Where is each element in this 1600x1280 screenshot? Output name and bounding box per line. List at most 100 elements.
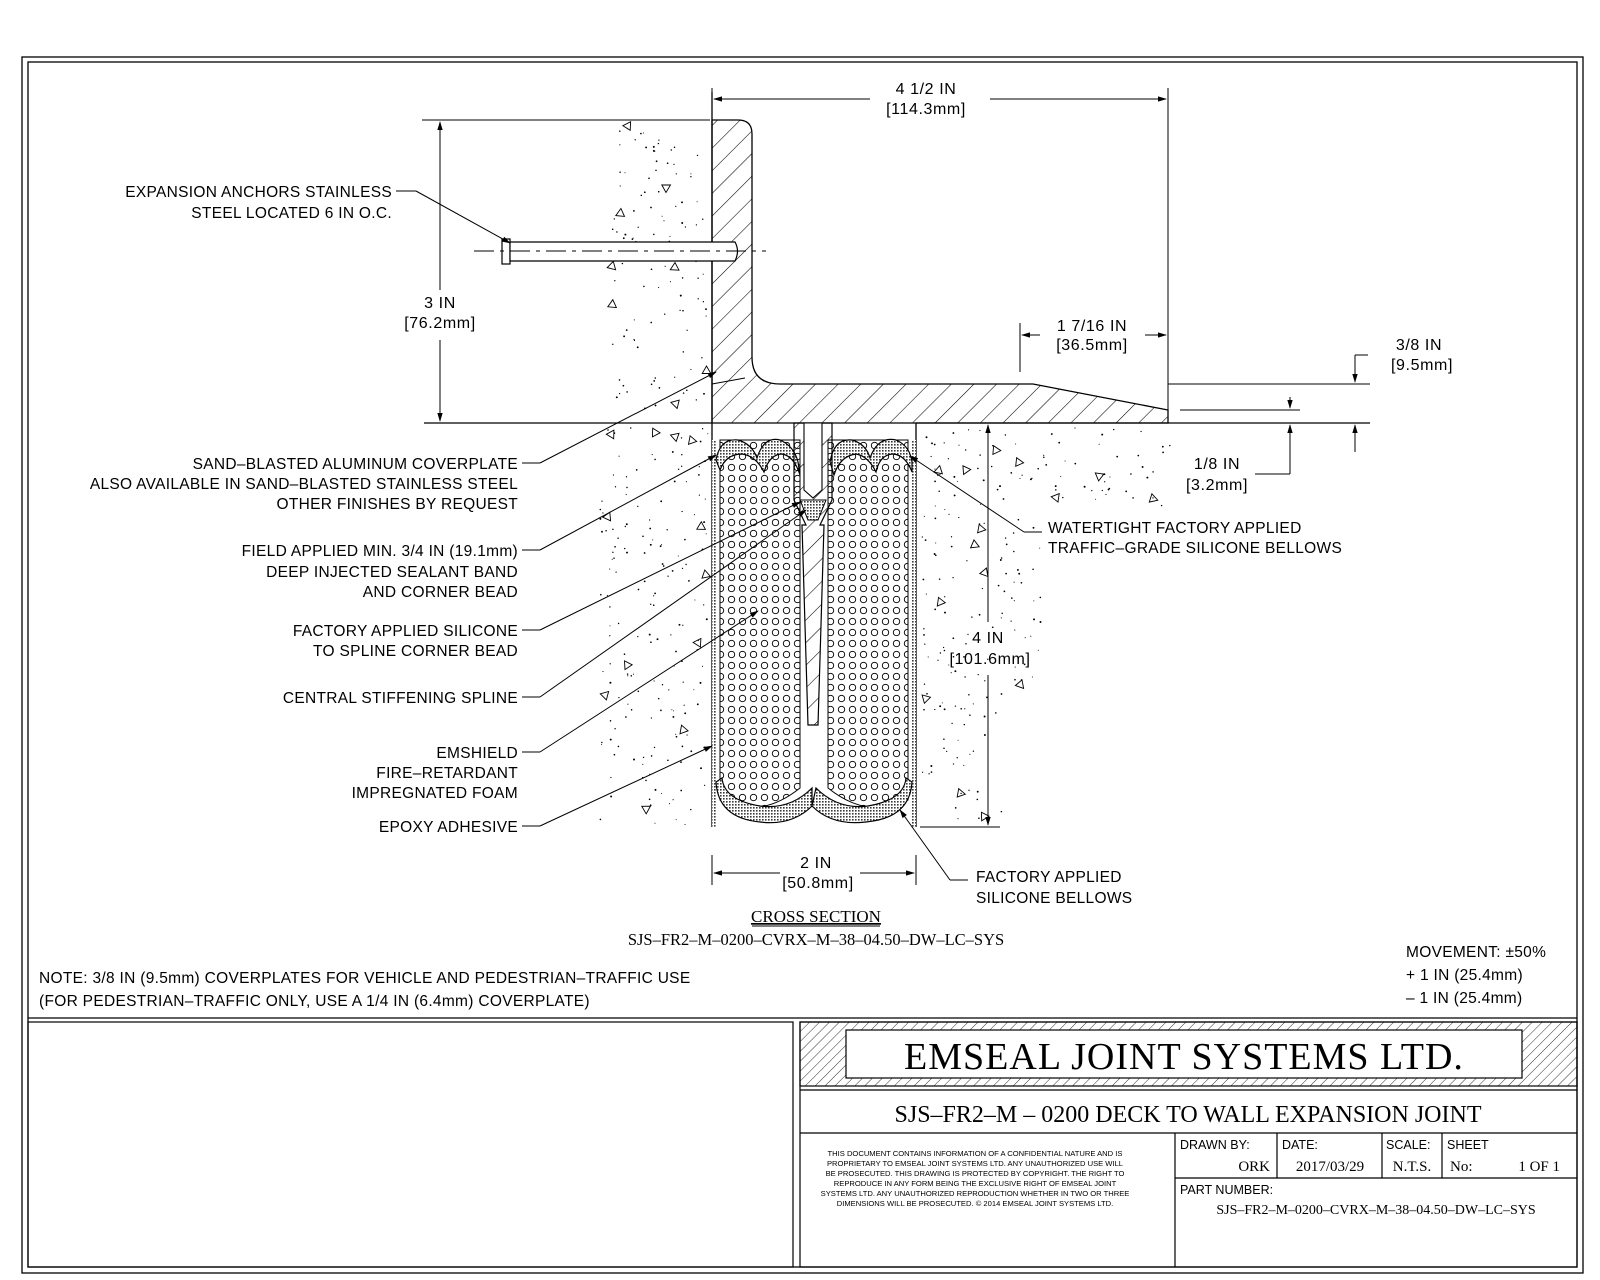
concrete-dot (599, 818, 602, 821)
concrete-dot (612, 474, 614, 476)
concrete-dot (983, 734, 986, 736)
concrete-dot (633, 338, 635, 341)
dim-recess-mm: [3.2mm] (1186, 477, 1248, 494)
concrete-dot (624, 172, 626, 174)
concrete-dot (922, 578, 925, 581)
concrete-aggregate (978, 567, 989, 578)
concrete-dot (701, 357, 703, 359)
concrete-dot (948, 664, 950, 666)
concrete-aggregate (641, 805, 652, 815)
dim-plate-in: 3/8 IN (1396, 337, 1442, 354)
concrete-dot (1054, 485, 1057, 488)
concrete-dot (621, 262, 624, 265)
concrete-dot (609, 663, 611, 665)
concrete-dot (599, 517, 602, 520)
concrete-dot (660, 544, 663, 546)
concrete-aggregate (669, 432, 680, 443)
concrete-dot (702, 301, 705, 303)
concrete-dot (697, 298, 699, 300)
concrete-dot (642, 535, 644, 538)
concrete-dot (1045, 463, 1048, 466)
concrete-dot (943, 747, 945, 750)
concrete-dot (642, 132, 644, 134)
concrete-dot (927, 656, 929, 658)
concrete-dot (958, 444, 960, 446)
concrete-dot (1037, 467, 1039, 470)
concrete-dot (925, 436, 928, 439)
concrete-dot (946, 750, 948, 753)
concrete-dot (1024, 637, 1026, 639)
concrete-dot (1021, 474, 1023, 476)
concrete-dot (662, 565, 665, 567)
concrete-dot (935, 542, 937, 544)
concrete-dot (626, 673, 629, 675)
concrete-dot (666, 162, 669, 165)
concrete-dot (937, 659, 939, 661)
concrete-dot (655, 169, 657, 172)
concrete-dot (977, 673, 979, 676)
concrete-dot (635, 469, 638, 471)
concrete-dot (602, 512, 604, 514)
concrete-dot (938, 578, 941, 580)
concrete-dot (681, 277, 684, 279)
concrete-dot (1107, 488, 1110, 491)
callout-foam-3: IMPREGNATED FOAM (352, 785, 518, 802)
concrete-dot (625, 716, 627, 718)
section-title: CROSS SECTION (751, 907, 881, 926)
concrete-dot (686, 389, 688, 392)
concrete-aggregate (1148, 492, 1159, 503)
concrete-dot (702, 273, 704, 275)
callout-leaders (396, 190, 1042, 881)
concrete-dot (1012, 532, 1015, 534)
concrete-dot (1013, 600, 1015, 602)
concrete-dot (675, 205, 677, 207)
callout-coverplate-3: OTHER FINISHES BY REQUEST (277, 496, 519, 513)
concrete-dot (682, 309, 684, 312)
concrete-dot (1109, 476, 1111, 478)
concrete-aggregate (701, 569, 712, 579)
concrete-dot (633, 210, 635, 212)
concrete-dot (670, 634, 672, 636)
movement-block: MOVEMENT: ±50% + 1 IN (25.4mm) – 1 IN (2… (1406, 944, 1546, 1007)
concrete-dot (1104, 481, 1106, 483)
concrete-dot (1132, 497, 1134, 499)
concrete-dot (934, 505, 936, 507)
concrete-dot (625, 329, 628, 331)
concrete-dot (645, 146, 648, 149)
concrete-dot (610, 776, 612, 779)
concrete-dot (934, 554, 937, 557)
concrete-dot (690, 808, 692, 811)
callout-watertight-2: TRAFFIC–GRADE SILICONE BELLOWS (1048, 540, 1342, 557)
concrete-dot (1095, 498, 1097, 500)
concrete-dot (601, 744, 603, 746)
concrete-dot (965, 643, 967, 645)
dim-gap-in: 2 IN (800, 855, 832, 872)
confidential-notice: THIS DOCUMENT CONTAINS INFORMATION OF A … (821, 1149, 1130, 1208)
concrete-dot (614, 280, 616, 282)
concrete-dot (1000, 693, 1003, 695)
dim-gap-mm: [50.8mm] (782, 875, 854, 892)
drawing-title: SJS–FR2–M – 0200 DECK TO WALL EXPANSION … (895, 1102, 1482, 1128)
concrete-dot (617, 537, 619, 539)
concrete-dot (675, 819, 677, 821)
concrete-dot (953, 494, 956, 497)
concrete-dot (703, 521, 706, 524)
callout-coverplate-2: ALSO AVAILABLE IN SAND–BLASTED STAINLESS… (90, 476, 518, 493)
concrete-dot (602, 671, 604, 673)
concrete-aggregate (679, 724, 689, 735)
callout-anchors-1: EXPANSION ANCHORS STAINLESS (125, 184, 392, 201)
concrete-dot (657, 697, 660, 700)
confidential-line-4: REPRODUCE IN ANY FORM BEING THE EXCLUSIV… (834, 1179, 1117, 1188)
concrete-dot (939, 473, 941, 475)
concrete-dot (957, 480, 958, 482)
dim-plate-mm: [9.5mm] (1391, 357, 1453, 374)
concrete-dot (653, 380, 656, 382)
concrete-dot (957, 818, 959, 820)
concrete-dot (671, 570, 674, 572)
concrete-dot (668, 803, 671, 805)
concrete-dot (619, 171, 621, 174)
concrete-dot (626, 486, 628, 489)
concrete-dot (1004, 537, 1007, 539)
concrete-dot (1140, 430, 1142, 433)
concrete-dot (668, 689, 670, 691)
